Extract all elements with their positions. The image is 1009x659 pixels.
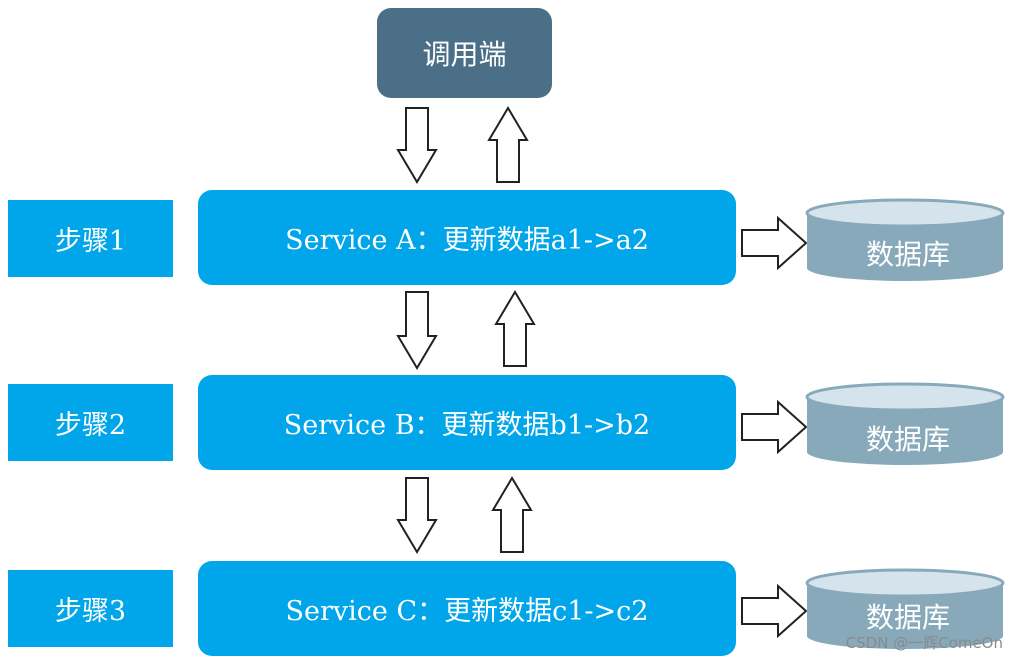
database-icon [805,568,1005,649]
right-arrow-icon [741,215,808,271]
service-c-text: Service C：更新数据c1->c2 [285,596,649,627]
database-label-2: 数据库 [865,423,950,456]
database-label-1: 数据库 [865,238,950,271]
database-label-3: 数据库 [865,601,950,634]
caller-box: 调用端 [377,8,552,98]
up-arrow-icon [494,290,536,367]
database-icon [805,382,1005,465]
step-label-text: 步骤1 [54,226,127,257]
down-arrow-icon [396,291,438,370]
service-b-box: Service B：更新数据b1->b2 [198,375,736,470]
up-arrow-icon [487,106,529,183]
service-a-text: Service A：更新数据a1->a2 [285,225,649,256]
watermark: CSDN @一辉ComeOn [845,634,1003,652]
service-a-box: Service A：更新数据a1->a2 [198,190,736,285]
step-label-text: 步骤2 [54,410,127,441]
caller-label: 调用端 [422,38,507,71]
service-b-text: Service B：更新数据b1->b2 [283,410,651,441]
service-c-box: Service C：更新数据c1->c2 [198,561,736,656]
down-arrow-icon [396,477,438,554]
step-label-1: 步骤1 [8,200,173,277]
right-arrow-icon [741,583,808,639]
right-arrow-icon [741,399,808,455]
up-arrow-icon [491,476,533,553]
step-label-3: 步骤3 [8,570,173,647]
step-label-2: 步骤2 [8,384,173,461]
step-label-text: 步骤3 [54,596,127,627]
down-arrow-icon [396,107,438,184]
database-icon [805,198,1005,281]
